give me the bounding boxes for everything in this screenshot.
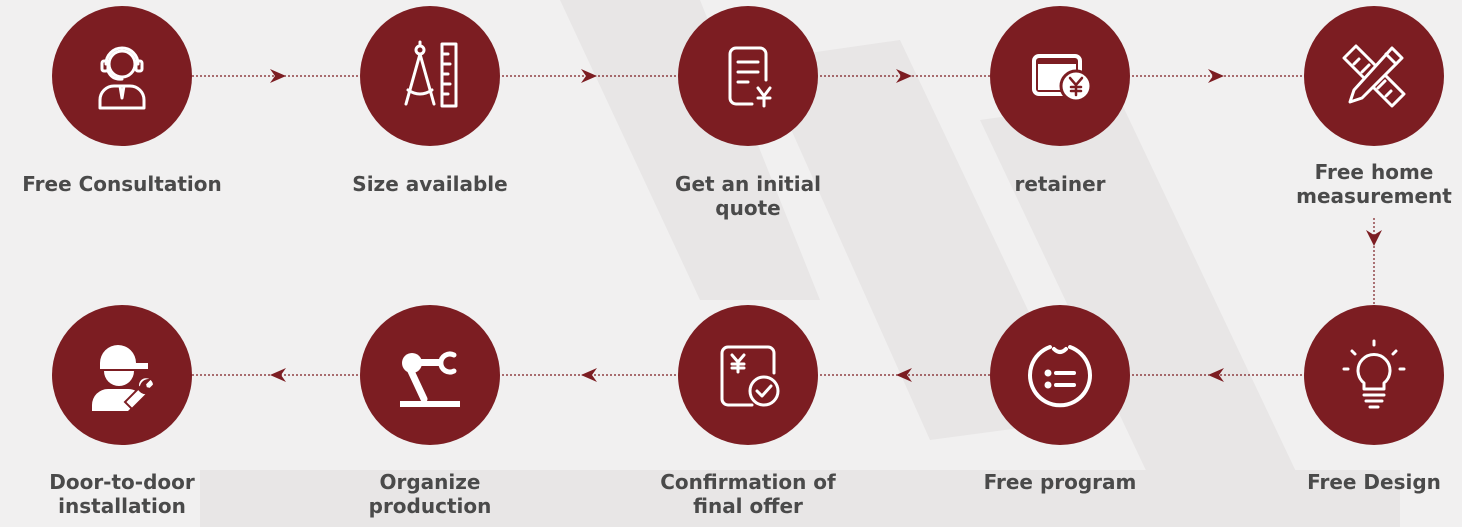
arrow-left-icon (896, 368, 912, 382)
step-label-initial-quote: Get an initial quote (675, 172, 821, 220)
ruler-pencil-icon (1342, 44, 1406, 108)
robot-arm-icon (400, 351, 460, 407)
step-free-program (990, 305, 1130, 445)
step-free-consultation (52, 6, 192, 146)
step-final-offer-confirmation (678, 305, 818, 445)
step-label-size-available: Size available (352, 172, 508, 196)
arrow-right-icon (581, 69, 597, 83)
arrow-down-icon (1366, 230, 1382, 246)
program-list-icon (1028, 345, 1092, 408)
lightbulb-icon (1342, 339, 1406, 409)
step-retainer (990, 6, 1130, 146)
step-organize-production (360, 305, 500, 445)
arrow-right-icon (1208, 69, 1224, 83)
step-free-home-measurement (1304, 6, 1444, 146)
step-label-free-design: Free Design (1307, 470, 1441, 494)
step-label-organize-production: Organize production (368, 470, 492, 518)
step-label-free-program: Free program (983, 470, 1137, 494)
arrow-left-icon (1208, 368, 1224, 382)
step-size-available (360, 6, 500, 146)
compass-ruler-icon (404, 40, 458, 108)
step-door-to-door-installation (52, 305, 192, 445)
step-free-design (1304, 305, 1444, 445)
step-label-free-consultation: Free Consultation (22, 172, 222, 196)
offer-confirm-check-icon (720, 345, 780, 407)
arrow-right-icon (896, 69, 912, 83)
step-initial-quote (678, 6, 818, 146)
step-label-retainer: retainer (1014, 172, 1106, 196)
arrow-left-icon (581, 368, 597, 382)
quote-document-yen-icon (728, 46, 772, 108)
arrow-left-icon (270, 368, 286, 382)
wallet-yen-icon (1032, 54, 1093, 103)
arrow-right-icon (270, 69, 286, 83)
customer-service-headset-icon (98, 46, 146, 110)
step-label-free-home-measurement: Free home measurement (1296, 160, 1452, 208)
step-label-final-offer-confirmation: Confirmation of final offer (660, 470, 836, 518)
step-label-door-to-door-installation: Door-to-door installation (49, 470, 195, 518)
installer-wrench-icon (92, 345, 156, 411)
